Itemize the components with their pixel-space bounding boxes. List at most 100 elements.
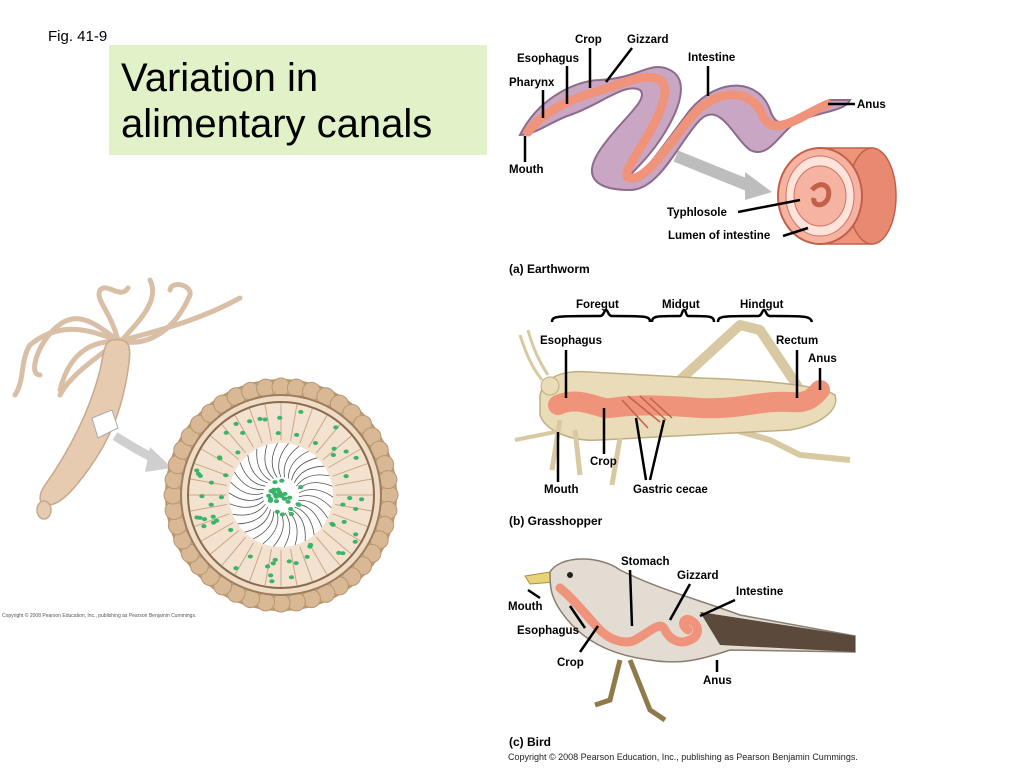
hydra-food-particle bbox=[269, 579, 275, 584]
hydra-flagellum bbox=[239, 462, 266, 487]
hydra-flagellum bbox=[298, 499, 328, 519]
hydra-food-particle bbox=[308, 542, 314, 547]
hydra-gastrodermis-wall bbox=[335, 478, 372, 486]
earthworm-gizzard-label: Gizzard bbox=[627, 34, 669, 46]
grasshopper-mouth-label: Mouth bbox=[544, 484, 579, 496]
hydra-food-particle bbox=[218, 495, 225, 500]
hydra-food-particle bbox=[199, 494, 205, 499]
earthworm-mouth-label: Mouth bbox=[509, 164, 544, 176]
hydra-gastrodermis-wall bbox=[322, 529, 352, 555]
grasshopper-illustration bbox=[514, 320, 851, 486]
grasshopper-esophagus-label: Esophagus bbox=[540, 335, 602, 347]
grasshopper-gastric-cecae-label: Gastric cecae bbox=[633, 484, 708, 496]
hydra-food-particle bbox=[267, 498, 274, 503]
hydra-flagellum bbox=[264, 444, 274, 479]
hydra-flagellum bbox=[291, 457, 318, 481]
hydra-gastrodermis-wall bbox=[249, 408, 263, 444]
bird-gizzard-label: Gizzard bbox=[677, 570, 719, 582]
bird-anus-label: Anus bbox=[703, 675, 732, 687]
bird-gut bbox=[555, 583, 702, 647]
earthworm-crop-label: Crop bbox=[575, 34, 602, 46]
hydra-food-particle bbox=[288, 512, 294, 517]
hydra-food-particle bbox=[279, 512, 285, 517]
hydra-food-particle bbox=[247, 554, 253, 559]
hydra-food-particle bbox=[266, 493, 272, 498]
hydra-food-particle bbox=[279, 478, 285, 483]
hydra-food-particle bbox=[264, 564, 271, 569]
hydra-epidermis-cell bbox=[378, 470, 398, 490]
hydra-tentacles bbox=[12, 277, 243, 398]
hydra-flagellum bbox=[291, 509, 306, 542]
hydra-section-marker bbox=[91, 409, 119, 439]
hydra-food-particle bbox=[208, 480, 215, 485]
hydra-food-particle bbox=[330, 453, 337, 458]
hydra-food-particle bbox=[228, 527, 234, 532]
hydra-food-particle bbox=[285, 499, 291, 504]
hydra-cross-section bbox=[163, 377, 399, 613]
hydra-flagellum bbox=[298, 495, 332, 509]
earthworm-esophagus-label: Esophagus bbox=[517, 53, 579, 65]
hydra-food-particle bbox=[282, 491, 288, 496]
hydra-flagellum bbox=[232, 503, 266, 516]
hydra-food-particle bbox=[288, 575, 295, 580]
hydra-food-particle bbox=[277, 415, 283, 420]
hydra-food-particle bbox=[304, 554, 310, 559]
grasshopper-anus-label: Anus bbox=[808, 353, 837, 365]
hydra-food-particle bbox=[275, 487, 281, 492]
hydra-food-particle bbox=[214, 518, 220, 523]
hydra-food-particle bbox=[201, 517, 208, 522]
earthworm-cross-section bbox=[777, 147, 897, 245]
hydra-food-particle bbox=[274, 509, 280, 514]
hydra-food-particle bbox=[343, 449, 349, 454]
earthworm-typhlosole-label: Typhlosole bbox=[667, 207, 727, 219]
hydra-flagellum bbox=[283, 445, 300, 478]
hydra-flagellum bbox=[298, 489, 334, 498]
earthworm-gut bbox=[523, 72, 833, 183]
hydra-flagellum bbox=[229, 500, 265, 508]
hydra-flagellum bbox=[293, 465, 325, 484]
hydra-flagellum bbox=[296, 474, 330, 487]
hydra-food-particle bbox=[288, 506, 294, 511]
bird-mouth-label: Mouth bbox=[508, 601, 543, 613]
hydra-food-particle bbox=[333, 425, 339, 430]
hydra-food-particle bbox=[294, 432, 300, 437]
hydra-gastrodermis-wall bbox=[299, 408, 313, 444]
hydra-food-particle bbox=[216, 455, 223, 460]
leader-lines bbox=[523, 47, 855, 672]
hydra-gastrodermis-wall bbox=[194, 513, 230, 527]
hydra-gastrodermis-wall bbox=[299, 546, 313, 582]
hydra-food-particle bbox=[262, 417, 268, 422]
hydra-food-particle bbox=[287, 495, 293, 500]
hydra-food-particle bbox=[233, 566, 239, 571]
hydra-food-particle bbox=[223, 473, 229, 478]
hydra-gastrodermis-wall bbox=[322, 435, 352, 461]
hydra-food-particle bbox=[272, 480, 278, 485]
hydra-flagellum bbox=[271, 442, 279, 478]
hydra-gastrodermis-wall bbox=[221, 424, 247, 454]
grasshopper-caption: (b) Grasshopper bbox=[509, 514, 603, 528]
hydra-flagellum bbox=[244, 509, 271, 533]
hydra-food-particle bbox=[246, 419, 253, 424]
bird-crop-label: Crop bbox=[557, 657, 584, 669]
hydra-food-particle bbox=[340, 551, 346, 556]
hydra-flagellum bbox=[234, 471, 264, 491]
hydra-food-particle bbox=[358, 497, 365, 502]
hydra-gastrodermis-wall bbox=[221, 536, 247, 566]
hydra-flagellum bbox=[253, 511, 275, 540]
hydra-food-particle bbox=[270, 561, 276, 566]
hydra-food-particle bbox=[276, 493, 282, 498]
hydra-flagellum bbox=[283, 512, 291, 548]
bird-illustration bbox=[524, 558, 856, 723]
hydra-food-particle bbox=[233, 421, 239, 426]
hydra-food-particle bbox=[352, 539, 358, 544]
hydra-gastrodermis-wall bbox=[332, 463, 368, 477]
hydra-food-particle bbox=[223, 430, 229, 435]
hydra-food-particle bbox=[336, 550, 342, 555]
grasshopper-region-braces bbox=[550, 308, 814, 323]
hydra-flagellum bbox=[287, 450, 309, 479]
hydra-gastrodermis-wall bbox=[190, 504, 227, 512]
earthworm-intestine-label: Intestine bbox=[688, 52, 736, 64]
hydra-food-particle bbox=[331, 446, 337, 451]
hydra-food-particle bbox=[201, 524, 207, 529]
